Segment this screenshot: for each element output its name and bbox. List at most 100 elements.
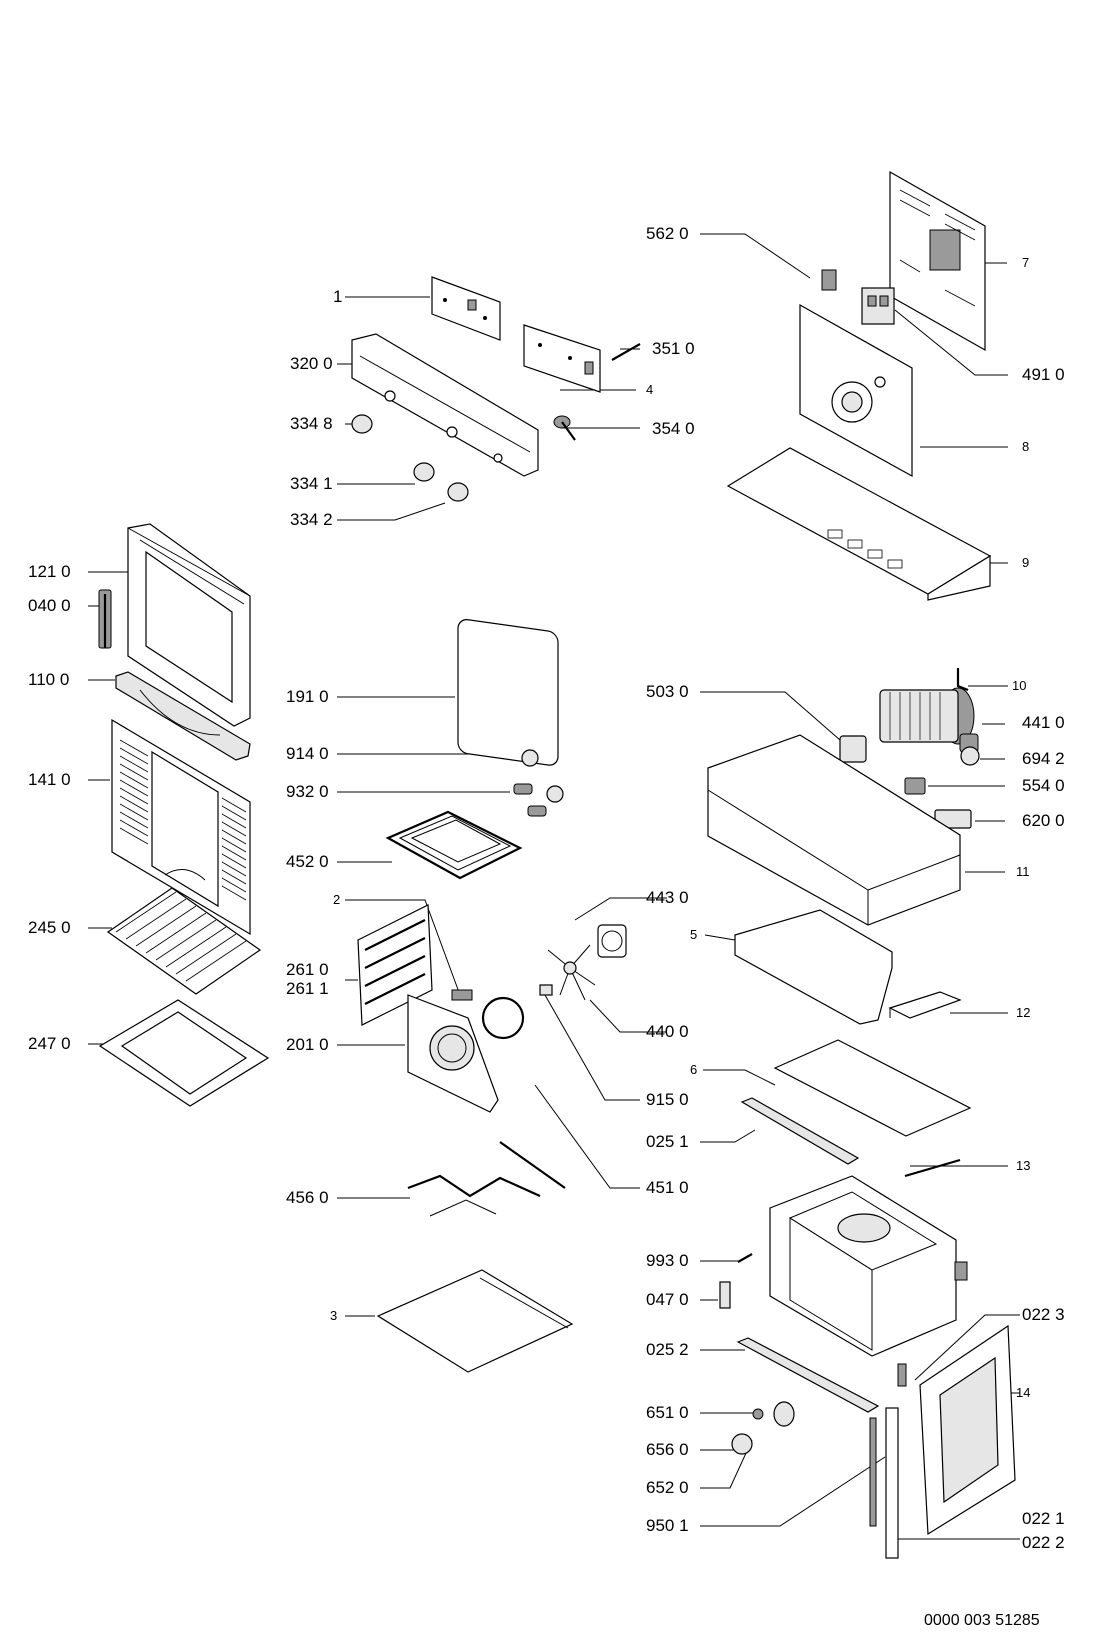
hinge-receiver — [719, 1281, 731, 1309]
label-141-0: 141 0 — [28, 770, 71, 789]
label-620-0: 620 0 — [1022, 811, 1065, 830]
label-121-0: 121 0 — [28, 562, 71, 581]
inner-door-frame — [127, 523, 251, 727]
oven-seal — [457, 619, 559, 766]
label-022-1: 022 1 — [1022, 1509, 1065, 1528]
label-441-0: 441 0 — [1022, 713, 1065, 732]
label-915-0: 915 0 — [646, 1090, 689, 1109]
label-14: 14 — [1016, 1385, 1031, 1400]
rail-0252 — [736, 1337, 880, 1413]
label-334-8: 334 8 — [290, 414, 333, 433]
outer-door-glass — [111, 718, 251, 936]
label-191-0: 191 0 — [286, 687, 329, 706]
label-1: 1 — [333, 287, 343, 306]
label-022-3: 022 3 — [1022, 1305, 1065, 1324]
plate-6 — [773, 1039, 972, 1137]
label-7: 7 — [1022, 255, 1030, 270]
screw — [737, 1253, 753, 1263]
label-6: 6 — [690, 1062, 698, 1077]
switch — [904, 777, 926, 795]
label-025-2: 025 2 — [646, 1340, 689, 1359]
label-440-0: 440 0 — [646, 1022, 689, 1041]
label-110-0: 110 0 — [28, 670, 70, 689]
knobs — [351, 414, 469, 502]
label-334-1: 334 1 — [290, 474, 333, 493]
side-strips — [869, 1407, 899, 1559]
label-652-0: 652 0 — [646, 1478, 689, 1497]
label-562-0: 562 0 — [646, 224, 689, 243]
hinge-part-0223 — [897, 1363, 907, 1387]
shafts — [553, 343, 641, 441]
shelf-runner — [357, 904, 433, 1026]
label-12: 12 — [1016, 1005, 1031, 1020]
door-hinge — [98, 589, 112, 649]
label-261-0: 261 0 — [286, 960, 329, 979]
fan-cover — [407, 989, 499, 1113]
label-2: 2 — [333, 892, 341, 907]
bottom-plate — [376, 1269, 574, 1373]
label-8: 8 — [1022, 439, 1030, 454]
label-4: 4 — [646, 382, 654, 397]
transformer — [839, 735, 867, 763]
label-025-1: 025 1 — [646, 1132, 689, 1151]
label-950-1: 950 1 — [646, 1516, 689, 1535]
label-13: 13 — [1016, 1158, 1031, 1173]
lamp-cover-and-holder — [513, 749, 564, 817]
label-047-0: 047 0 — [646, 1290, 689, 1309]
rail-0251 — [740, 1097, 860, 1165]
channel-12 — [888, 991, 962, 1019]
fan-blade-and-motor — [539, 924, 627, 1001]
label-932-0: 932 0 — [286, 782, 329, 801]
label-451-0: 451 0 — [646, 1178, 689, 1197]
thermostat — [960, 746, 980, 766]
label-320-0: 320 0 — [290, 354, 333, 373]
label-5: 5 — [690, 927, 698, 942]
label-554-0: 554 0 — [1022, 776, 1065, 795]
clip — [821, 269, 837, 291]
label-354-0: 354 0 — [652, 419, 695, 438]
strip-13 — [904, 1158, 961, 1178]
label-022-2: 022 2 — [1022, 1533, 1065, 1552]
label-11: 11 — [1016, 864, 1030, 879]
label-261-1: 261 1 — [286, 979, 329, 998]
front-frame-14 — [919, 1324, 1016, 1536]
terminal-block — [861, 287, 895, 325]
label-247-0: 247 0 — [28, 1034, 71, 1053]
baking-tray — [98, 999, 270, 1107]
label-443-0: 443 0 — [646, 888, 689, 907]
label-694-2: 694 2 — [1022, 749, 1065, 768]
label-914-0: 914 0 — [286, 744, 329, 763]
label-245-0: 245 0 — [28, 918, 71, 937]
label-452-0: 452 0 — [286, 852, 329, 871]
grill-element — [385, 810, 523, 880]
label-3: 3 — [330, 1308, 338, 1323]
label-656-0: 656 0 — [646, 1440, 689, 1459]
label-503-0: 503 0 — [646, 682, 689, 701]
lower-element — [407, 1141, 566, 1217]
bracket — [956, 668, 969, 692]
foot-and-knobs — [731, 1401, 795, 1455]
tangential-fan — [879, 687, 979, 753]
leader-lines — [88, 233, 1020, 1540]
label-10: 10 — [1012, 678, 1027, 693]
fan-housing-frame — [707, 734, 961, 926]
rear-panel — [799, 303, 913, 478]
label-040-0: 040 0 — [28, 596, 71, 615]
label-334-2: 334 2 — [290, 510, 333, 529]
circular-element — [481, 996, 525, 1040]
wire-rack — [106, 887, 262, 995]
door-handle — [115, 671, 251, 761]
diagram-reference-code: 0000 003 51285 — [924, 1612, 1040, 1629]
control-board — [431, 276, 501, 341]
label-351-0: 351 0 — [652, 339, 695, 358]
oven-cavity — [769, 1175, 968, 1357]
top-cover — [726, 447, 992, 601]
label-9: 9 — [1022, 555, 1030, 570]
timer-board — [523, 324, 601, 393]
back-cover — [889, 170, 986, 352]
label-201-0: 201 0 — [286, 1035, 329, 1054]
label-651-0: 651 0 — [646, 1403, 689, 1422]
label-456-0: 456 0 — [286, 1188, 329, 1207]
